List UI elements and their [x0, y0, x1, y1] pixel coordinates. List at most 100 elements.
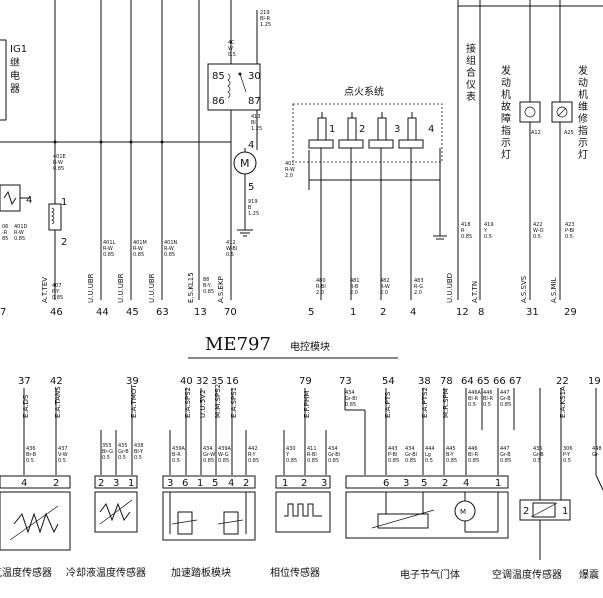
tev-valve: 4 06 -R 85 401D R-W 0.85	[0, 184, 32, 242]
svg-text:4: 4	[21, 478, 27, 489]
svg-text:2.0: 2.0	[380, 290, 388, 296]
svg-text:修: 修	[578, 112, 588, 125]
svg-text:0.5: 0.5	[533, 234, 541, 240]
svg-text:401D: 401D	[14, 224, 28, 230]
svg-text:2.0: 2.0	[285, 173, 293, 179]
svg-text:4: 4	[428, 124, 434, 135]
svg-text:0.5: 0.5	[484, 234, 492, 240]
svg-text:35: 35	[211, 376, 224, 387]
svg-text:401: 401	[285, 161, 295, 167]
svg-text:E.A.SPS1: E.A.SPS1	[230, 387, 238, 418]
svg-text:0.85: 0.85	[307, 458, 318, 464]
svg-text:Gr-B: Gr-B	[533, 452, 544, 458]
ac-temp-sensor: 2 1	[519, 475, 571, 521]
svg-text:Bl-R: Bl-R	[468, 396, 479, 402]
ig1-line3: 电	[10, 69, 20, 82]
svg-text:443: 443	[388, 446, 398, 452]
svg-text:13: 13	[194, 307, 207, 318]
svg-text:Gr-Bl: Gr-Bl	[328, 452, 340, 458]
svg-text:85: 85	[2, 236, 8, 242]
svg-text:0.5: 0.5	[563, 458, 571, 464]
relay-pin-85: 85	[212, 71, 225, 82]
svg-text:430: 430	[286, 446, 296, 452]
svg-text:2: 2	[380, 307, 386, 318]
svg-text:W-O: W-O	[533, 228, 544, 234]
svg-text:0.85: 0.85	[345, 402, 356, 408]
svg-text:0.85: 0.85	[164, 252, 175, 258]
coolant-temp-sensor: 2 3 1	[94, 475, 138, 533]
svg-text:动: 动	[578, 77, 588, 89]
svg-text:7: 7	[0, 307, 6, 318]
relay-pin-30: 30	[248, 71, 261, 82]
svg-text:R-W: R-W	[164, 246, 174, 252]
svg-text:-R: -R	[2, 230, 8, 236]
svg-text:0.85: 0.85	[405, 458, 416, 464]
ig1-line2: 继	[10, 56, 20, 69]
svg-text:411: 411	[307, 446, 317, 452]
svg-text:1.25: 1.25	[248, 211, 259, 217]
svg-text:12: 12	[456, 307, 469, 318]
svg-text:434: 434	[203, 446, 213, 452]
svg-text:67: 67	[509, 376, 522, 387]
svg-text:E.A.PTS: E.A.PTS	[384, 391, 392, 418]
svg-text:0.85: 0.85	[52, 295, 63, 301]
svg-text:64: 64	[461, 376, 474, 387]
svg-text:5: 5	[421, 478, 427, 489]
svg-text:444: 444	[425, 446, 435, 452]
svg-text:故: 故	[501, 100, 511, 113]
svg-text:442: 442	[248, 446, 258, 452]
intake-temp-sensor: 4 2	[0, 475, 71, 551]
svg-text:2: 2	[523, 506, 529, 517]
svg-text:3: 3	[113, 478, 119, 489]
svg-text:0.85: 0.85	[53, 166, 64, 172]
svg-text:M: M	[460, 508, 466, 516]
svg-text:63: 63	[156, 307, 169, 318]
svg-text:E.F.PHM: E.F.PHM	[303, 391, 311, 418]
svg-text:B-Y: B-Y	[446, 452, 455, 458]
svg-text:相位传感器: 相位传感器	[270, 566, 320, 579]
svg-text:447: 447	[500, 446, 510, 452]
svg-text:B: B	[248, 205, 252, 211]
svg-text:0.85: 0.85	[203, 289, 214, 295]
svg-text:R: R	[461, 228, 465, 234]
svg-text:448: 448	[592, 446, 602, 452]
svg-text:R-W: R-W	[103, 246, 113, 252]
svg-text:指: 指	[578, 124, 588, 137]
svg-text:480: 480	[316, 278, 326, 284]
svg-text:U.U.UBD: U.U.UBD	[446, 273, 454, 303]
svg-text:R-B: R-B	[350, 284, 359, 290]
ignition-system-label: 点火系统	[344, 85, 384, 98]
svg-text:0.85: 0.85	[468, 458, 479, 464]
svg-text:06: 06	[2, 224, 8, 230]
bottom-signal-labels: E.A.DS E.A.TANS E.A.TMOT E.A.SPS2 U.U.5V…	[22, 384, 567, 418]
svg-text:70: 70	[224, 307, 237, 318]
svg-text:1: 1	[197, 478, 203, 489]
module-model: ME797	[205, 334, 271, 355]
svg-text:1.25: 1.25	[260, 22, 271, 28]
svg-text:0.5: 0.5	[533, 458, 541, 464]
svg-text:0.5: 0.5	[102, 455, 110, 461]
svg-text:445: 445	[446, 446, 456, 452]
svg-text:空调温度传感器: 空调温度传感器	[492, 568, 562, 581]
svg-text:0.85: 0.85	[286, 458, 297, 464]
svg-text:434: 434	[345, 390, 355, 396]
svg-text:加速踏板模块: 加速踏板模块	[171, 566, 231, 579]
svg-text:Y: Y	[483, 228, 488, 234]
svg-text:Gr-: Gr-	[592, 452, 600, 458]
svg-text:0.85: 0.85	[103, 252, 114, 258]
svg-text:79: 79	[299, 376, 312, 387]
svg-text:40: 40	[180, 376, 193, 387]
svg-text:437: 437	[58, 446, 68, 452]
svg-text:爆震: 爆震	[579, 569, 599, 581]
svg-text:Gr-B: Gr-B	[500, 452, 511, 458]
ignition-coils: 1 2 3 4	[308, 112, 434, 149]
svg-text:439A: 439A	[218, 446, 232, 452]
svg-text:434: 434	[328, 446, 338, 452]
svg-text:401N: 401N	[164, 240, 178, 246]
svg-text:412: 412	[226, 240, 236, 246]
svg-text:机: 机	[578, 88, 588, 101]
svg-text:E.A.DS: E.A.DS	[22, 394, 30, 418]
svg-text:434: 434	[405, 446, 415, 452]
top-pin-numbers: 7 46 44 45 63 13 70 5 1 2 4 12 8 31 29	[0, 307, 577, 318]
